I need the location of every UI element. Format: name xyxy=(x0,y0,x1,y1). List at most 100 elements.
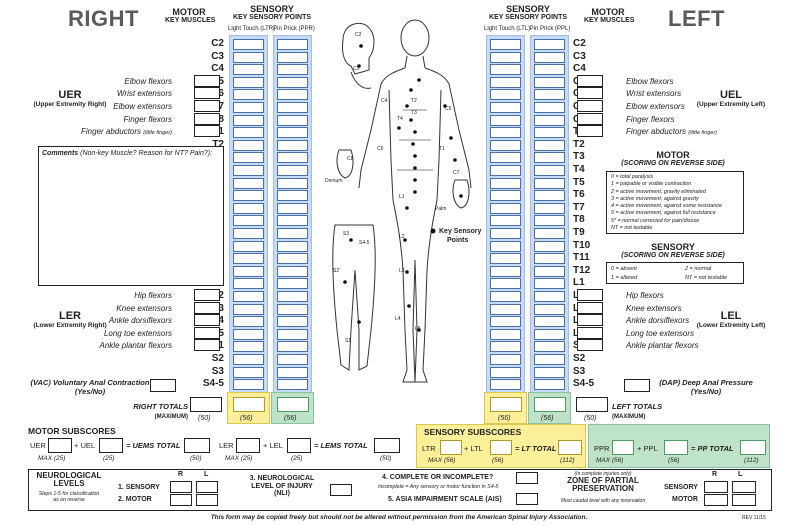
ppr-total-input[interactable] xyxy=(277,397,309,412)
sensory-cell[interactable] xyxy=(233,278,264,290)
sensory-cell[interactable] xyxy=(490,278,521,290)
sensory-cell[interactable] xyxy=(277,253,308,265)
sensory-cell[interactable] xyxy=(534,177,565,189)
sensory-cell[interactable] xyxy=(534,228,565,239)
sensory-cell[interactable] xyxy=(233,39,264,50)
sensory-cell[interactable] xyxy=(277,190,308,202)
sensory-cell[interactable] xyxy=(490,303,521,315)
sensory-cell[interactable] xyxy=(490,152,521,164)
sensory-cell[interactable] xyxy=(277,291,308,302)
sensory-cell[interactable] xyxy=(277,215,308,227)
sensory-cell[interactable] xyxy=(490,228,521,239)
sensory-cell[interactable] xyxy=(233,303,264,315)
ppl-sub-input[interactable] xyxy=(664,440,688,455)
sensory-cell[interactable] xyxy=(534,253,565,265)
zpp-sensory-right[interactable] xyxy=(704,481,728,493)
sensory-cell[interactable] xyxy=(233,177,264,189)
motor-score-right[interactable] xyxy=(194,301,220,314)
ler-sub-input[interactable] xyxy=(236,438,260,453)
sensory-cell[interactable] xyxy=(277,379,308,391)
sensory-cell[interactable] xyxy=(277,366,308,378)
sensory-cell[interactable] xyxy=(534,379,565,391)
sensory-cell[interactable] xyxy=(233,366,264,378)
sensory-cell[interactable] xyxy=(233,51,264,63)
sensory-cell[interactable] xyxy=(277,114,308,126)
sensory-cell[interactable] xyxy=(490,89,521,101)
ais-input[interactable] xyxy=(516,493,538,505)
sensory-cell[interactable] xyxy=(233,265,264,277)
sensory-cell[interactable] xyxy=(534,366,565,378)
sensory-cell[interactable] xyxy=(233,114,264,126)
zpp-motor-right[interactable] xyxy=(704,494,728,506)
ppr-sub-input[interactable] xyxy=(612,440,634,455)
sensory-cell[interactable] xyxy=(490,253,521,265)
sensory-cell[interactable] xyxy=(490,215,521,227)
uer-sub-input[interactable] xyxy=(48,438,72,453)
motor-score-right[interactable] xyxy=(194,112,220,125)
sensory-cell[interactable] xyxy=(277,76,308,88)
sensory-level-left[interactable] xyxy=(196,481,218,493)
nli-input[interactable] xyxy=(330,484,352,496)
ltl-sub-input[interactable] xyxy=(490,440,512,455)
complete-input[interactable] xyxy=(516,472,538,484)
motor-score-left[interactable] xyxy=(577,326,603,339)
right-motor-total[interactable] xyxy=(190,397,222,412)
motor-score-right[interactable] xyxy=(194,289,220,301)
sensory-cell[interactable] xyxy=(233,127,264,139)
sensory-cell[interactable] xyxy=(534,215,565,227)
sensory-cell[interactable] xyxy=(490,64,521,76)
comments-box[interactable]: Comments (Non-key Muscle? Reason for NT?… xyxy=(38,146,224,286)
sensory-cell[interactable] xyxy=(233,102,264,113)
sensory-cell[interactable] xyxy=(277,316,308,328)
sensory-level-right[interactable] xyxy=(170,481,192,493)
sensory-cell[interactable] xyxy=(233,76,264,88)
ppl-total-input[interactable] xyxy=(534,397,566,412)
sensory-cell[interactable] xyxy=(490,165,521,176)
motor-score-right[interactable] xyxy=(194,339,220,352)
zpp-sensory-left[interactable] xyxy=(732,481,756,493)
motor-score-left[interactable] xyxy=(577,339,603,352)
motor-score-right[interactable] xyxy=(194,100,220,112)
sensory-cell[interactable] xyxy=(277,202,308,214)
sensory-cell[interactable] xyxy=(277,127,308,139)
lel-sub-input[interactable] xyxy=(287,438,311,453)
sensory-cell[interactable] xyxy=(534,76,565,88)
sensory-cell[interactable] xyxy=(277,240,308,252)
sensory-cell[interactable] xyxy=(490,51,521,63)
sensory-cell[interactable] xyxy=(534,341,565,353)
sensory-cell[interactable] xyxy=(534,316,565,328)
sensory-cell[interactable] xyxy=(277,341,308,353)
sensory-cell[interactable] xyxy=(534,152,565,164)
sensory-cell[interactable] xyxy=(534,102,565,113)
sensory-cell[interactable] xyxy=(534,278,565,290)
motor-score-left[interactable] xyxy=(577,289,603,301)
sensory-cell[interactable] xyxy=(490,265,521,277)
sensory-cell[interactable] xyxy=(534,291,565,302)
sensory-cell[interactable] xyxy=(534,127,565,139)
lt-total-input[interactable] xyxy=(558,440,582,455)
vac-input[interactable] xyxy=(150,379,176,392)
sensory-cell[interactable] xyxy=(534,64,565,76)
motor-score-right[interactable] xyxy=(194,74,220,87)
sensory-cell[interactable] xyxy=(277,328,308,340)
left-motor-total[interactable] xyxy=(576,397,608,412)
sensory-cell[interactable] xyxy=(490,139,521,151)
sensory-cell[interactable] xyxy=(233,253,264,265)
sensory-cell[interactable] xyxy=(233,354,264,365)
sensory-cell[interactable] xyxy=(490,76,521,88)
motor-score-right[interactable] xyxy=(194,326,220,339)
motor-score-left[interactable] xyxy=(577,74,603,87)
sensory-cell[interactable] xyxy=(490,39,521,50)
sensory-cell[interactable] xyxy=(490,354,521,365)
sensory-cell[interactable] xyxy=(233,190,264,202)
sensory-cell[interactable] xyxy=(534,39,565,50)
sensory-cell[interactable] xyxy=(233,202,264,214)
sensory-cell[interactable] xyxy=(534,51,565,63)
zpp-motor-left[interactable] xyxy=(732,494,756,506)
sensory-cell[interactable] xyxy=(277,165,308,176)
sensory-cell[interactable] xyxy=(534,89,565,101)
sensory-cell[interactable] xyxy=(277,265,308,277)
ltl-total-input[interactable] xyxy=(490,397,522,412)
sensory-cell[interactable] xyxy=(490,177,521,189)
sensory-cell[interactable] xyxy=(534,165,565,176)
